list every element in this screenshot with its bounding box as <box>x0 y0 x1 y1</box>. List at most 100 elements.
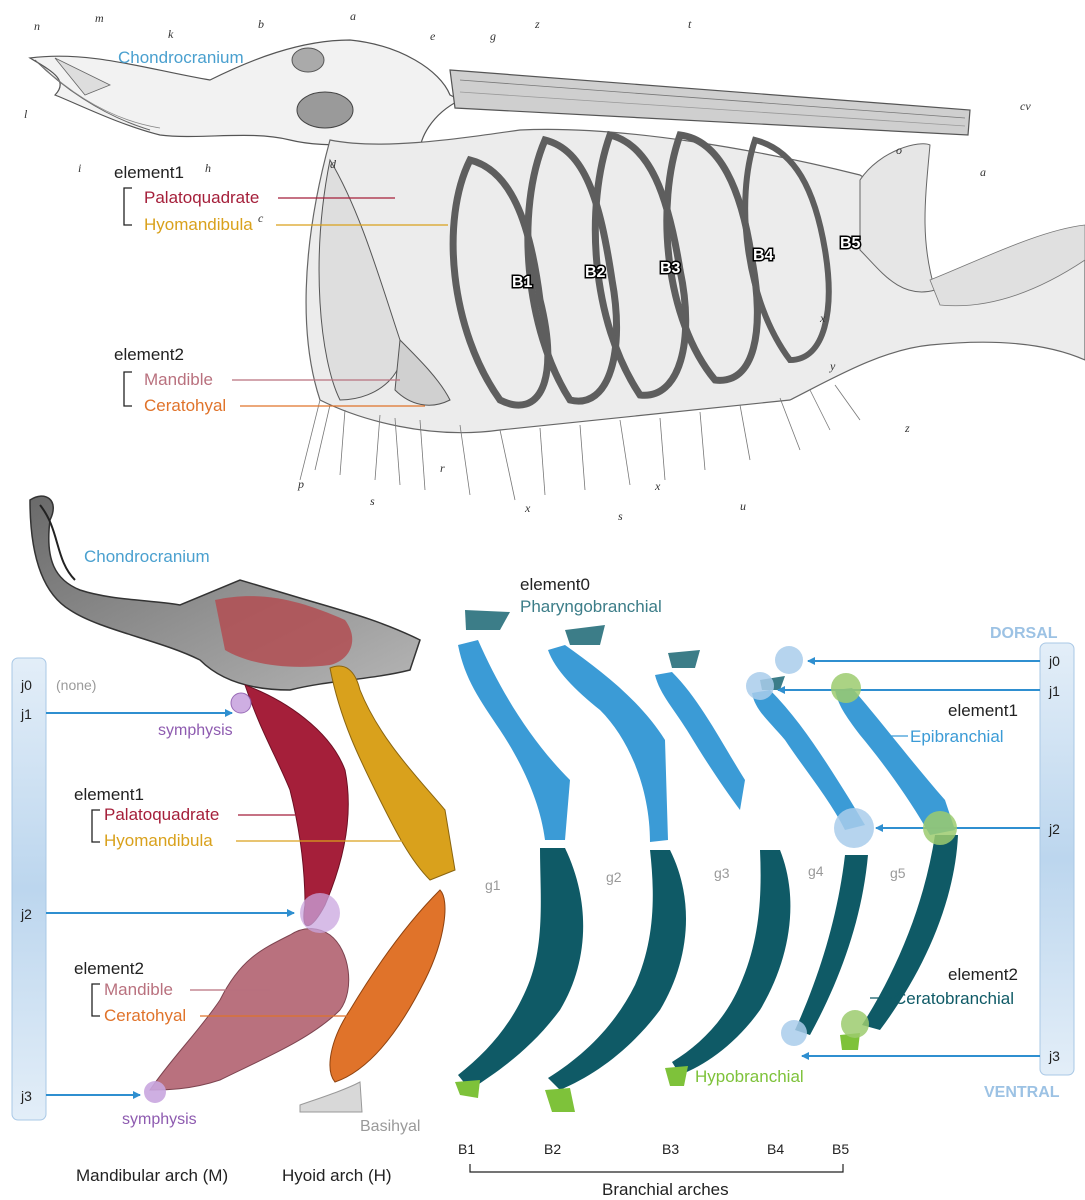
top-arch-label: B2 <box>585 264 606 281</box>
hypobranchial-model <box>455 1080 480 1098</box>
sketch-letter: h <box>205 161 211 175</box>
sketch-letter: b <box>258 17 264 31</box>
mandibular-arch-label: Mandibular arch (M) <box>76 1166 228 1185</box>
top-element2-bracket <box>123 371 132 407</box>
sketch-jaw <box>318 158 403 401</box>
sketch-letter: t <box>688 17 692 31</box>
sketch-letter: c <box>258 211 264 225</box>
right-joint-label: j1 <box>1048 683 1060 699</box>
branchial-arches-label: Branchial arches <box>602 1180 729 1199</box>
arch-label: B1 <box>458 1141 475 1157</box>
top-hyomandibula-label: Hyomandibula <box>144 215 253 234</box>
sketch-letter: s <box>370 494 375 508</box>
ceratohyal-model <box>329 889 446 1083</box>
hyoid-arch-label: Hyoid arch (H) <box>282 1166 392 1185</box>
right-joint-label: j2 <box>1048 821 1060 837</box>
sketch-filaments <box>299 384 861 501</box>
left-element-labels: element1 Palatoquadrate Hyomandibula ele… <box>74 785 405 1025</box>
branchial-joints <box>746 646 957 1046</box>
hypobranchial-model <box>665 1066 688 1086</box>
sketch-letter: e <box>430 29 436 43</box>
sketch-letter: x <box>654 479 661 493</box>
sketch-letter: m <box>95 11 104 25</box>
sketch-letter: n <box>34 19 40 33</box>
left-axis: j0 j1 j2 j3 <box>11 657 295 1121</box>
none-label: (none) <box>56 677 96 693</box>
pharyngobranchial-model <box>465 610 510 630</box>
right-axis-bar <box>1039 642 1075 1076</box>
bottom-element2-bracket <box>91 983 100 1017</box>
sketch-fin <box>859 143 936 293</box>
pharyngobranchial-label: Pharyngobranchial <box>520 597 662 616</box>
dorsal-label: DORSAL <box>990 625 1058 642</box>
sketch-letter: s <box>618 509 623 523</box>
bottom-mandible-label: Mandible <box>104 980 173 999</box>
sketch-notochord <box>449 69 971 136</box>
bottom-element2-label: element2 <box>74 959 144 978</box>
symphysis-joint-bottom <box>144 1081 166 1103</box>
right-joint-label: j0 <box>1048 653 1060 669</box>
right-element1-label: element1 <box>948 701 1018 720</box>
sketch-letter: a <box>350 9 356 23</box>
epibranchial-label: Epibranchial <box>910 727 1004 746</box>
sketch-letter: z <box>534 17 540 31</box>
basihyal-label: Basihyal <box>360 1118 420 1135</box>
sketch-letter: x <box>524 501 531 515</box>
sketch-letter: u <box>740 499 746 513</box>
sketch-letter: y <box>829 359 836 373</box>
right-element2-label: element2 <box>948 965 1018 984</box>
sketch-letter: p <box>297 477 304 491</box>
sketch-letter: i <box>78 161 81 175</box>
gill-label: g1 <box>485 877 501 893</box>
bottom-ceratohyal-label: Ceratohyal <box>104 1006 186 1025</box>
epibranchial-model <box>458 640 570 840</box>
right-element-labels: element1 Epibranchial element2 Ceratobra… <box>870 701 1018 1008</box>
branchial-models <box>455 610 958 1112</box>
right-joint-label: j3 <box>1048 1048 1060 1064</box>
element0-label: element0 <box>520 575 590 594</box>
bottom-element1-bracket <box>91 809 100 843</box>
arch-label: B2 <box>544 1141 561 1157</box>
sketch-letter: r <box>440 461 445 475</box>
hyomandibula-model <box>329 665 456 881</box>
right-axis: DORSAL j0 j1 j2 j3 VENTRAL <box>777 625 1075 1101</box>
bottom-axis: B1 B2 B3 B4 B5 Mandibular arch (M) Hyoid… <box>76 1141 849 1199</box>
gill-label: g4 <box>808 863 824 879</box>
ceratobranchial-label: Ceratobranchial <box>894 989 1014 1008</box>
joint-circle <box>781 1020 807 1046</box>
sketch-letter: cv <box>1020 99 1031 113</box>
sketch-orbit <box>296 91 354 129</box>
bottom-hyomandibula-label: Hyomandibula <box>104 831 213 850</box>
joint-circle <box>831 673 861 703</box>
joint-circle <box>746 672 774 700</box>
top-ceratohyal-label: Ceratohyal <box>144 396 226 415</box>
top-arch-label: B1 <box>512 274 533 291</box>
top-mandible-label: Mandible <box>144 370 213 389</box>
ventral-label: VENTRAL <box>984 1084 1060 1101</box>
top-arch-labels: B1 B2 B3 B4 B5 <box>511 234 863 293</box>
arch-label: B4 <box>767 1141 784 1157</box>
pharyngobranchial-model <box>668 650 700 668</box>
sketch-letters: n m k l i b a e g z t cv d c o a x z p s… <box>24 9 1031 523</box>
symphysis-top-label: symphysis <box>158 722 233 739</box>
gill-label: g3 <box>714 865 730 881</box>
top-palatoquadrate-label: Palatoquadrate <box>144 188 259 207</box>
arch-label: B3 <box>662 1141 679 1157</box>
ceratobranchial-model <box>795 855 868 1035</box>
epibranchial-model <box>835 688 955 835</box>
top-arch-label: B5 <box>840 235 861 252</box>
left-joint-label: j3 <box>20 1088 32 1104</box>
hypobranchial-label: Hypobranchial <box>695 1067 804 1086</box>
top-arch-label: B4 <box>753 247 774 264</box>
symphysis-bottom-label: symphysis <box>122 1111 197 1128</box>
sketch-letter: z <box>904 421 910 435</box>
epibranchial-model <box>655 672 745 810</box>
left-axis-bar <box>11 657 47 1121</box>
pharyngobranchial-model <box>565 625 605 645</box>
ceratobranchial-model <box>548 850 687 1090</box>
top-arch-label: B3 <box>660 260 681 277</box>
top-element1-label: element1 <box>114 163 184 182</box>
epibranchial-model <box>752 690 865 830</box>
arch-label: B5 <box>832 1141 849 1157</box>
